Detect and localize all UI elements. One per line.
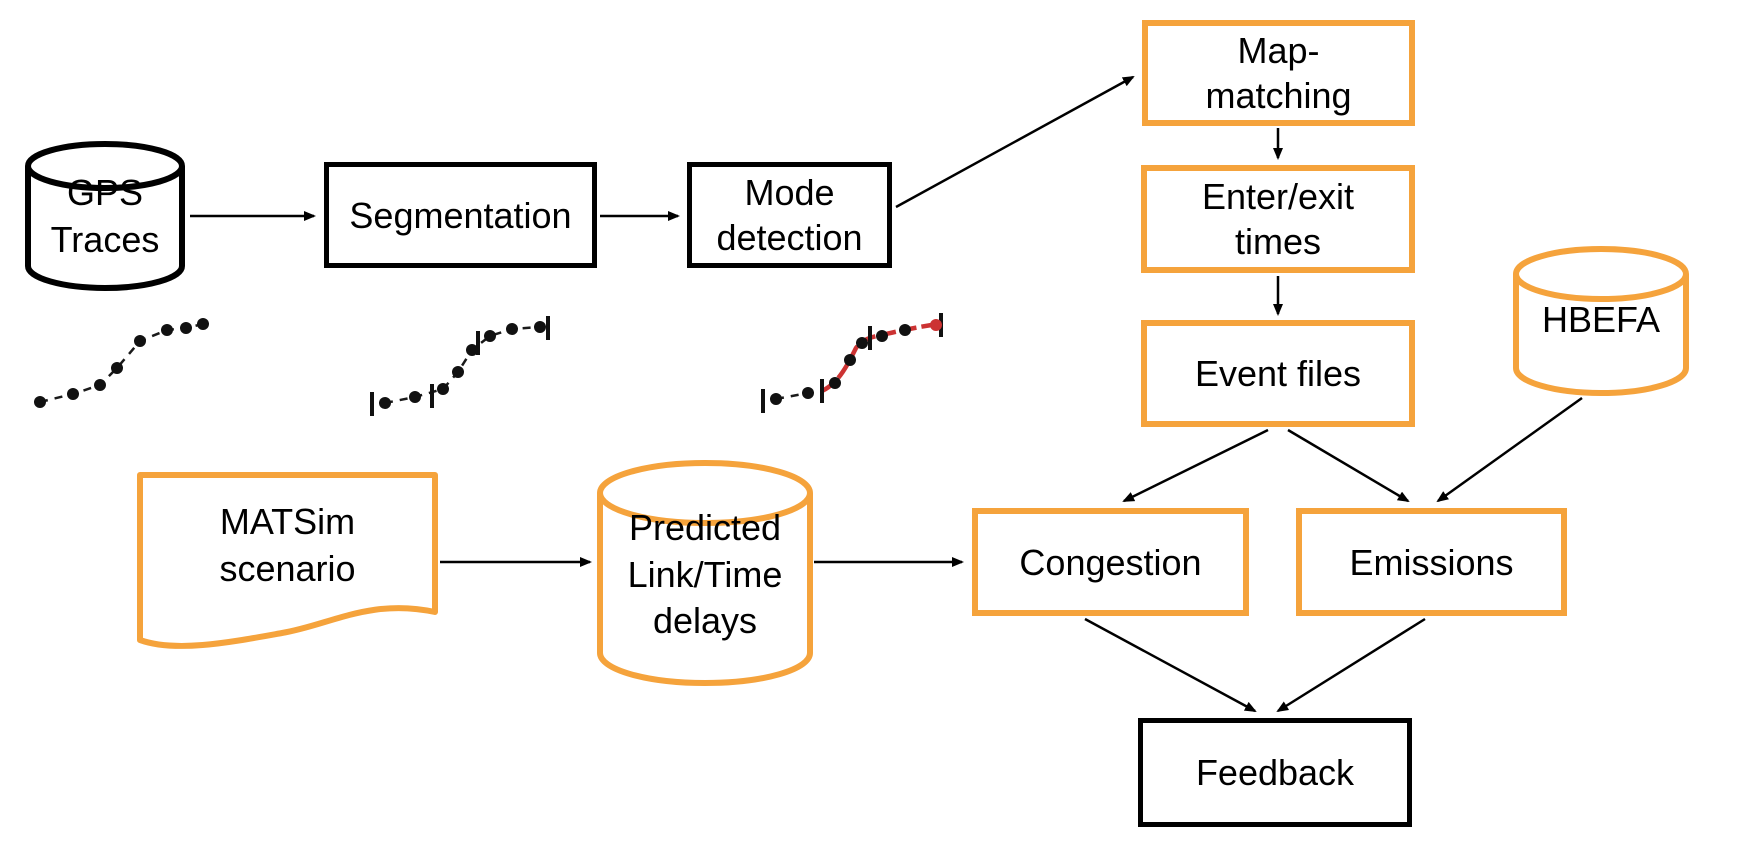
- hbefa-cylinder: [1513, 246, 1689, 396]
- edge-congestion-to-feedback: [1084, 617, 1257, 713]
- trace-segmented: [370, 316, 550, 416]
- node-event-files: Event files: [1141, 320, 1415, 427]
- node-gps-traces-label: GPS Traces: [50, 172, 160, 260]
- trace-raw-gps: [34, 318, 209, 408]
- matsim-document-shape: [137, 472, 438, 649]
- node-map-matching: Map- matching: [1142, 20, 1415, 126]
- edges-layer: [190, 75, 1583, 713]
- node-mode-detection: Mode detection: [687, 162, 892, 268]
- node-matsim-scenario-label: MATSim scenario: [219, 500, 356, 589]
- node-congestion: Congestion: [972, 508, 1249, 616]
- node-predicted-delays-label: Predicted Link/Time delays: [627, 506, 783, 642]
- node-emissions: Emissions: [1296, 508, 1567, 616]
- predicted-delays-cylinder: [597, 460, 813, 686]
- trace-mode-detected: [761, 313, 943, 413]
- edge-hbefa-to-emissions: [1436, 396, 1583, 503]
- edge-mode-to-mapmatching: [895, 75, 1135, 209]
- edge-eventfiles-to-congestion: [1122, 428, 1269, 503]
- red-endpoint-dot: [930, 319, 942, 331]
- node-enter-exit-times: Enter/exit times: [1141, 165, 1415, 273]
- node-segmentation: Segmentation: [324, 162, 597, 268]
- node-feedback: Feedback: [1138, 718, 1412, 827]
- node-hbefa-label: HBEFA: [1541, 298, 1661, 340]
- edge-eventfiles-to-emissions: [1287, 428, 1410, 503]
- gps-traces-cylinder: [25, 141, 185, 291]
- edge-emissions-to-feedback: [1276, 617, 1426, 713]
